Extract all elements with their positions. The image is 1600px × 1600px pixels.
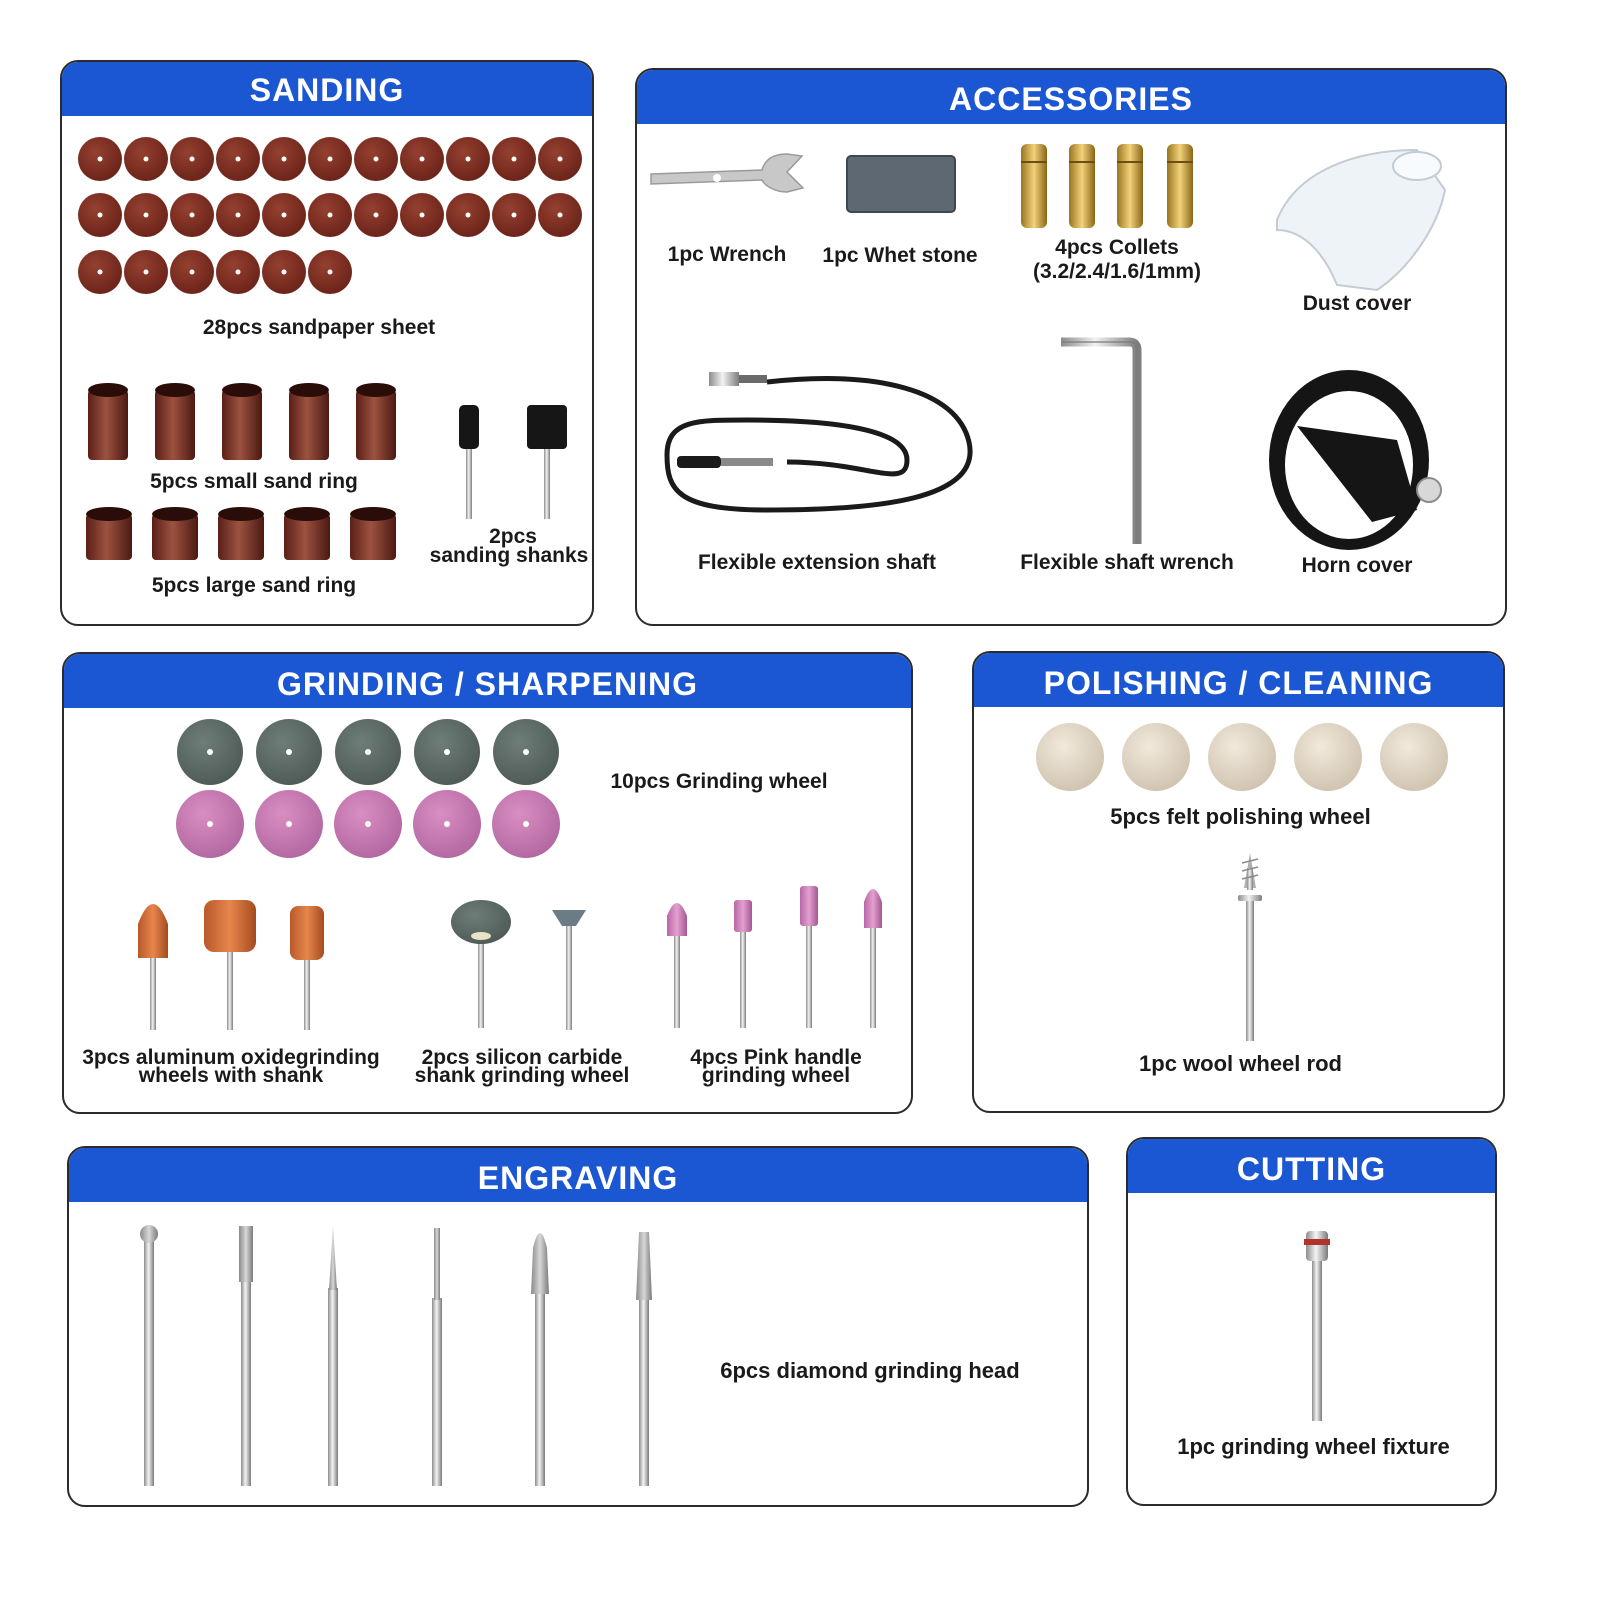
collets-label-line2: (3.2/2.4/1.6/1mm) xyxy=(1032,260,1202,283)
dust-cover-icon xyxy=(1276,148,1447,292)
wrench-icon xyxy=(650,153,805,193)
felt-label: 5pcs felt polishing wheel xyxy=(1110,804,1371,829)
sanding-shanks xyxy=(459,405,567,519)
pink-label-line2: grinding wheel xyxy=(701,1064,851,1087)
wheel-fixture-icon xyxy=(1304,1231,1330,1421)
wool-rod-label: 1pc wool wheel rod xyxy=(1139,1051,1342,1076)
large-sand-rings xyxy=(86,507,396,560)
alox-label-line2: wheels with shank xyxy=(138,1064,324,1087)
ext-shaft-label: Flexible extension shaft xyxy=(697,551,937,574)
small-sand-rings xyxy=(88,383,396,460)
sandpaper-sheets xyxy=(78,137,582,294)
large-ring-label: 5pcs large sand ring xyxy=(151,574,357,597)
horn-cover-label: Horn cover xyxy=(1301,554,1413,577)
wool-wheel-rod xyxy=(1238,853,1262,1041)
shanks-label-line2: sanding shanks xyxy=(429,544,589,567)
polishing-panel: POLISHING / CLEANING 5pcs felt polishing… xyxy=(972,651,1505,1113)
sanding-panel: SANDING xyxy=(60,60,594,626)
polishing-illustration xyxy=(1036,723,1448,1041)
engraving-panel: ENGRAVING 6pcs diamond grinding head xyxy=(67,1146,1089,1507)
grinding-illustration xyxy=(138,719,882,1030)
sic-label-line1: 2pcs silicon carbide xyxy=(421,1046,623,1069)
small-ring-label: 5pcs small sand ring xyxy=(150,470,358,493)
sic-label-line2: shank grinding wheel xyxy=(414,1064,630,1087)
horn-cover-icon xyxy=(1269,370,1442,550)
flexible-shaft-icon xyxy=(664,372,973,513)
silicon-carbide-wheels xyxy=(451,900,586,1030)
sandpaper-label: 28pcs sandpaper sheet xyxy=(202,316,436,339)
diamond-label: 6pcs diamond grinding head xyxy=(720,1358,1020,1383)
whetstone-label: 1pc Whet stone xyxy=(822,244,978,267)
shaft-wrench-icon xyxy=(1061,337,1142,544)
grinding-panel: GRINDING / SHARPENING xyxy=(62,652,913,1114)
pink-label-line1: 4pcs Pink handle xyxy=(690,1046,862,1069)
sanding-header: SANDING xyxy=(62,62,592,116)
whetstone-icon xyxy=(846,155,956,213)
alox-label-line1: 3pcs aluminum oxidegrinding xyxy=(82,1046,380,1069)
felt-wheels xyxy=(1036,723,1448,791)
accessories-header: ACCESSORIES xyxy=(637,70,1505,124)
engraving-illustration xyxy=(140,1225,652,1486)
dust-cover-label: Dust cover xyxy=(1302,292,1412,315)
polishing-header: POLISHING / CLEANING xyxy=(974,653,1503,707)
sanding-illustration xyxy=(78,137,582,560)
diamond-heads xyxy=(140,1225,652,1486)
shanks-label-line1: 2pcs xyxy=(489,525,537,548)
wrench-label: 1pc Wrench xyxy=(667,243,787,266)
cutting-illustration xyxy=(1304,1231,1330,1421)
cutting-header: CUTTING xyxy=(1128,1139,1495,1193)
pink-handle-wheels xyxy=(667,886,882,1028)
engraving-header: ENGRAVING xyxy=(69,1148,1087,1202)
grinding-header: GRINDING / SHARPENING xyxy=(64,654,911,708)
accessories-illustration xyxy=(650,144,1447,550)
accessories-panel: ACCESSORIES xyxy=(635,68,1507,626)
cutting-panel: CUTTING 1pc grinding wheel fixture xyxy=(1126,1137,1497,1506)
collets-label-line1: 4pcs Collets xyxy=(1055,236,1179,259)
fixture-label: 1pc grinding wheel fixture xyxy=(1177,1434,1450,1459)
shaft-wrench-label: Flexible shaft wrench xyxy=(1020,551,1234,574)
alox-wheels xyxy=(138,900,324,1030)
collets-icon xyxy=(1021,144,1193,228)
grinding-wheel-label: 10pcs Grinding wheel xyxy=(610,770,828,793)
